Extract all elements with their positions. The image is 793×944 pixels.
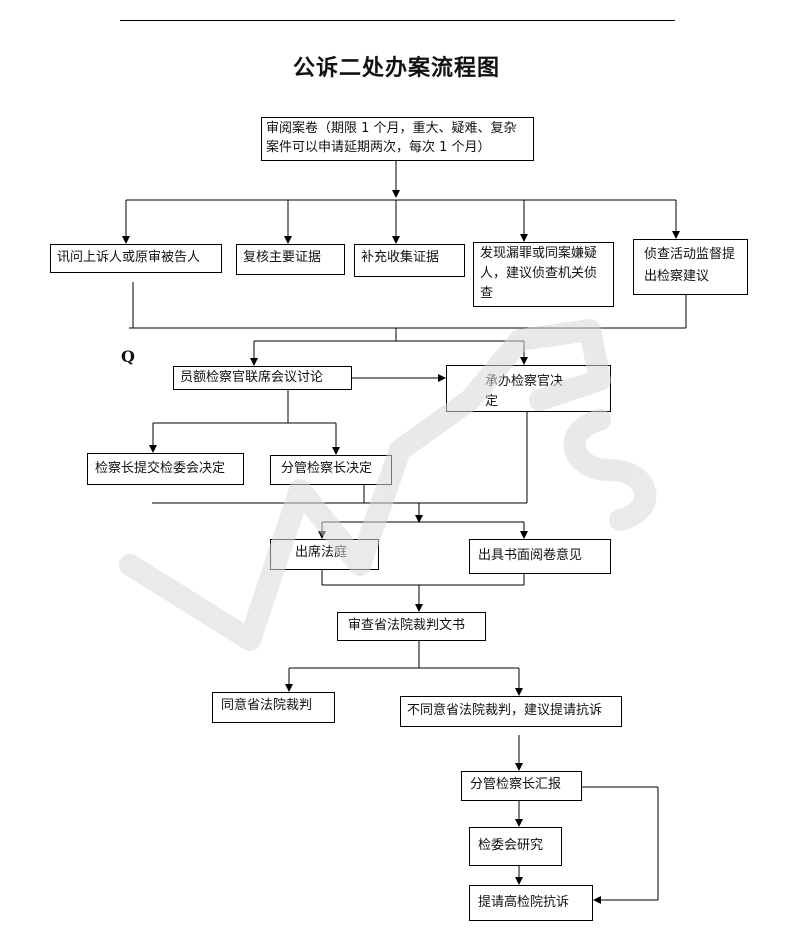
node-supplement-evidence: 补充收集证据 — [354, 244, 465, 277]
node-review-judgment: 审查省法院裁判文书 — [337, 612, 486, 641]
node-deputy-decide: 分管检察长决定 — [270, 455, 392, 485]
marker-label: Q — [121, 347, 135, 366]
page-title: 公诉二处办案流程图 — [292, 55, 500, 81]
node-attend-court: 出席法庭 — [270, 539, 379, 570]
node-omission-suggestion: 发现漏罪或同案嫌疑人，建议侦查机关侦查 — [473, 242, 614, 307]
header-rule — [120, 20, 675, 21]
node-report-deputy-chief: 分管检察长汇报 — [461, 771, 582, 801]
node-interrogate-defendant: 讯问上诉人或原审被告人 — [50, 244, 222, 273]
node-agree-judgment: 同意省法院裁判 — [212, 692, 335, 723]
node-joint-meeting: 员额检察官联席会议讨论 — [173, 366, 352, 390]
node-committee-study: 检委会研究 — [469, 827, 562, 866]
node-review-case-files: 审阅案卷（期限 1 个月，重大、疑难、复杂案件可以申请延期两次，每次 1 个月） — [261, 117, 534, 161]
node-investigation-supervision: 侦查活动监督提出检察建议 — [633, 239, 748, 295]
node-request-protest: 提请高检院抗诉 — [469, 885, 593, 921]
node-disagree-protest: 不同意省法院裁判，建议提请抗诉 — [400, 696, 622, 727]
node-officer-decide: 承办检察官决定 — [446, 365, 611, 412]
node-chief-submit-committee: 检察长提交检委会决定 — [87, 453, 244, 485]
node-recheck-evidence: 复核主要证据 — [236, 244, 345, 275]
node-written-opinion: 出具书面阅卷意见 — [469, 539, 611, 574]
